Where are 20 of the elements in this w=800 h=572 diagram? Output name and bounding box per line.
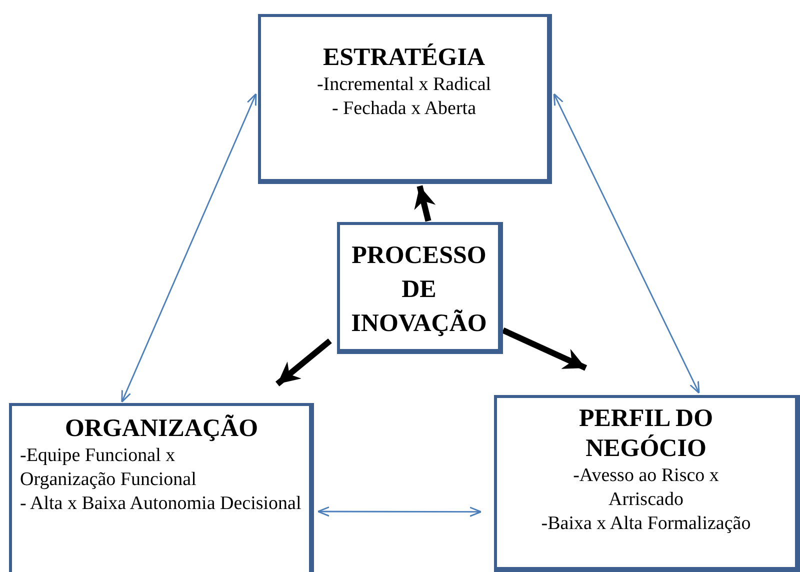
concept-box (9, 403, 314, 572)
arrow (502, 328, 588, 371)
box-text: - Alta x Baixa Autonomia Decisional (20, 492, 302, 516)
box-text: -Baixa x Alta Formalização (540, 512, 752, 536)
box-text: -Avesso ao Risco x Arriscado (572, 464, 720, 512)
arrow (414, 185, 436, 222)
box-heading: ORGANIZAÇÃO (64, 414, 260, 444)
arrow (121, 93, 257, 403)
arrow (553, 93, 700, 394)
box-heading: ESTRATÉGIA (322, 43, 486, 73)
box-text: -Incremental x Radical (316, 73, 492, 97)
box-heading: PROCESSO DE INOVAÇÃO (350, 241, 488, 339)
concept-box (337, 222, 503, 354)
arrow (276, 338, 332, 386)
box-heading: PERFIL DO NEGÓCIO (578, 404, 714, 464)
box-text: -Equipe Funcional x Organização Funcional (20, 444, 198, 492)
arrow (317, 506, 482, 517)
box-text: - Fechada x Aberta (330, 97, 478, 121)
concept-box (494, 395, 800, 572)
concept-box (258, 14, 552, 184)
